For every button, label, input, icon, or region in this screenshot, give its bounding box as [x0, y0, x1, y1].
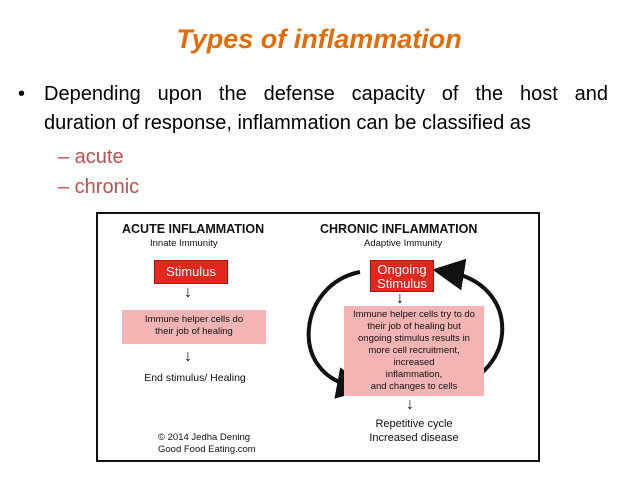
chronic-stimulus-line-1: Ongoing	[377, 262, 427, 277]
chronic-down-arrow-2-icon: ↓	[406, 396, 414, 413]
acute-stimulus-box: Stimulus	[154, 260, 228, 284]
slide-title: Types of inflammation	[176, 24, 462, 54]
acute-end-text: End stimulus/ Healing	[144, 372, 246, 384]
bullet-line-1: Depending upon the defense capacity of t…	[44, 83, 608, 105]
acute-helper-line-1: Immune helper cells do	[144, 314, 244, 325]
chronic-result-line-2: Increased disease	[369, 432, 459, 444]
bullet-line-2: duration of response, inflammation can b…	[44, 112, 531, 134]
acute-panel-subtitle: Innate Immunity	[150, 238, 218, 249]
chronic-helper-line-6: inflammation,	[385, 369, 443, 380]
chronic-helper-line-5: increased	[393, 357, 435, 368]
chronic-helper-line-4: more cell recruitment,	[368, 345, 460, 356]
chronic-helper-box: Immune helper cells try to do their job …	[344, 306, 484, 396]
acute-down-arrow-icon: ↓	[184, 284, 192, 301]
acute-down-arrow-2-icon: ↓	[184, 348, 192, 365]
chronic-result-line-1: Repetitive cycle	[375, 418, 453, 430]
inflammation-figure: ACUTE INFLAMMATION Innate Immunity Stimu…	[96, 212, 540, 462]
bullet-dot-icon: •	[18, 83, 26, 105]
bullet-item-continued: duration of response, inflammation can b…	[18, 109, 608, 138]
chronic-helper-line-3: ongoing stimulus results in	[358, 333, 470, 344]
chronic-panel-title: CHRONIC INFLAMMATION	[320, 222, 478, 236]
chronic-panel-subtitle: Adaptive Immunity	[364, 238, 443, 249]
acute-helper-box: Immune helper cells do their job of heal…	[122, 310, 266, 344]
chronic-stimulus-line-2: Stimulus	[377, 276, 427, 291]
chronic-stimulus-box: Ongoing Stimulus	[370, 260, 434, 292]
credit-line-1: © 2014 Jedha Dening	[158, 432, 251, 443]
bullet-block: • Depending upon the defense capacity of…	[18, 80, 608, 138]
acute-panel-title: ACUTE INFLAMMATION	[122, 222, 265, 236]
bullet-text: Depending upon the defense capacity of t…	[44, 80, 608, 109]
bullet-item: • Depending upon the defense capacity of…	[18, 80, 608, 109]
acute-helper-line-2: their job of healing	[155, 326, 233, 337]
chronic-helper-line-2: their job of healing but	[367, 321, 461, 332]
chronic-down-arrow-icon: ↓	[396, 290, 404, 307]
chronic-helper-line-1: Immune helper cells try to do	[353, 309, 475, 320]
sub-item-acute: – acute	[58, 146, 124, 168]
sub-item-chronic: – chronic	[58, 176, 140, 198]
chronic-helper-line-7: and changes to cells	[370, 381, 458, 392]
credit-line-2: Good Food Eating.com	[158, 444, 256, 455]
